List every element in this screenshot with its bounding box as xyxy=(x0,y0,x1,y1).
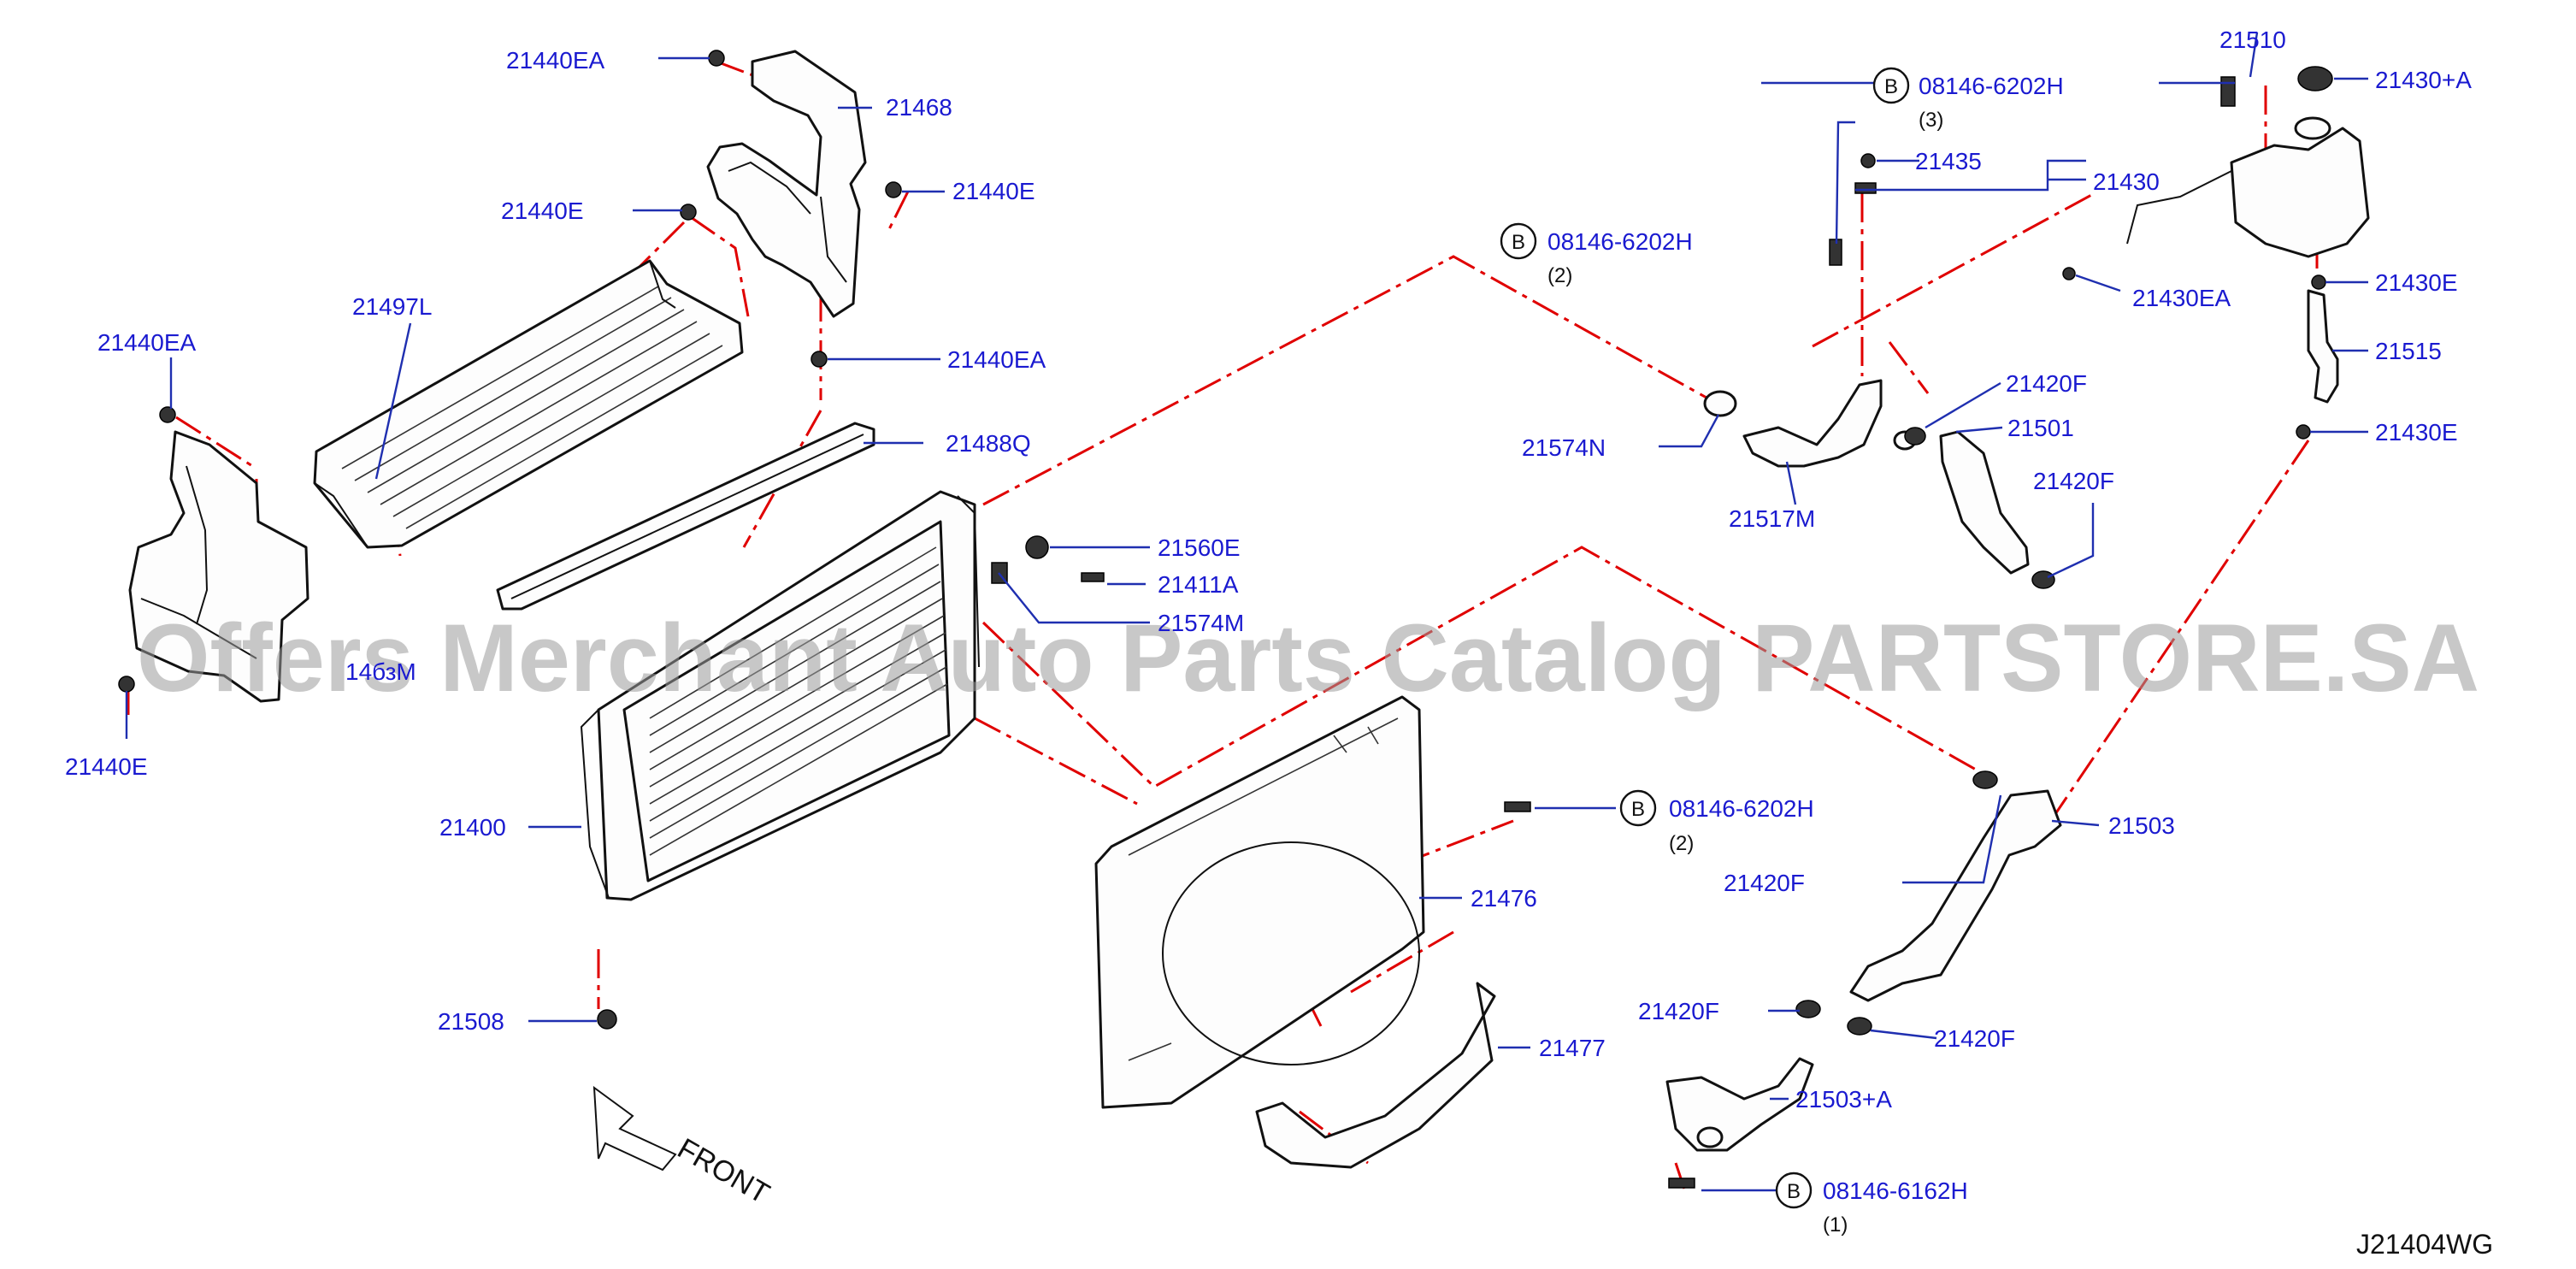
label-08146-6162H[interactable]: 08146-6162H xyxy=(1823,1178,1968,1204)
quantity: (3) xyxy=(1919,109,1943,132)
clip-icon xyxy=(159,406,176,423)
reservoir-hose-21515 xyxy=(2307,289,2339,404)
label-21501[interactable]: 21501 xyxy=(2007,415,2074,441)
bushing-icon xyxy=(1025,535,1049,559)
bolt-marker-letter: B xyxy=(1787,1180,1801,1203)
label-21435[interactable]: 21435 xyxy=(1915,148,1982,174)
label-21430E[interactable]: 21430E xyxy=(2375,269,2458,296)
label-21411A[interactable]: 21411A xyxy=(1158,571,1239,598)
label-21440EA[interactable]: 21440EA xyxy=(947,346,1046,373)
gasket-icon xyxy=(1854,182,1877,194)
label-21476[interactable]: 21476 xyxy=(1471,885,1537,912)
clip-icon xyxy=(811,351,828,368)
part-labels[interactable]: 21440EA 21468 21440E 21440E 21497L 21440… xyxy=(65,27,2472,1237)
fastener-icons xyxy=(118,50,2333,1189)
label-08146-6202H[interactable]: 08146-6202H xyxy=(1547,228,1693,255)
label-21503A[interactable]: 21503+A xyxy=(1795,1086,1892,1113)
clip-icon xyxy=(708,50,725,67)
bolt-marker xyxy=(1619,789,1657,827)
label-21420F[interactable]: 21420F xyxy=(2033,468,2114,494)
label-21430EA[interactable]: 21430EA xyxy=(2132,285,2231,311)
label-21477[interactable]: 21477 xyxy=(1539,1035,1606,1061)
label-21517M[interactable]: 21517M xyxy=(1729,505,1815,532)
clip-icon xyxy=(680,204,697,221)
quantity: (1) xyxy=(1823,1213,1848,1237)
clamp-icon xyxy=(1904,427,1926,446)
lower-hose-21503A xyxy=(1665,1057,1814,1152)
label-21430[interactable]: 21430 xyxy=(2093,168,2160,195)
oring-icon xyxy=(1860,153,1876,168)
thermostat-housing-21517M xyxy=(1703,379,1917,468)
clip-icon xyxy=(885,181,902,198)
front-arrow: FRONT xyxy=(592,1085,775,1210)
label-21503[interactable]: 21503 xyxy=(2108,812,2175,839)
bolt-marker xyxy=(1872,67,1910,104)
bolt-icon xyxy=(1504,801,1531,812)
leader-lines xyxy=(125,32,2368,1192)
clamp-icon xyxy=(1795,1000,1821,1018)
label-21440E[interactable]: 21440E xyxy=(952,178,1035,204)
label-21420F[interactable]: 21420F xyxy=(2006,370,2087,397)
label-21440EA[interactable]: 21440EA xyxy=(97,329,197,356)
clip-icon xyxy=(2062,267,2076,280)
clamp-icon xyxy=(1972,770,1998,789)
radiator-21400 xyxy=(580,490,980,901)
label-08146-6202H[interactable]: 08146-6202H xyxy=(1669,795,1814,822)
label-21430A[interactable]: 21430+A xyxy=(2375,67,2472,93)
watermark: Offers Merchant Auto Parts Catalog PARTS… xyxy=(137,605,2479,711)
label-21488Q[interactable]: 21488Q xyxy=(946,430,1031,457)
bolt-marker-letter: B xyxy=(1512,231,1525,254)
front-label: FRONT xyxy=(672,1132,775,1210)
diagram-code: J21404WG xyxy=(2356,1229,2493,1260)
clamp-icon xyxy=(2311,274,2326,290)
label-14xxM[interactable]: 14бзM xyxy=(345,658,416,685)
label-21440E[interactable]: 21440E xyxy=(65,753,148,780)
label-21420F[interactable]: 21420F xyxy=(1934,1025,2015,1052)
side-air-guide xyxy=(128,430,309,703)
label-21440E[interactable]: 21440E xyxy=(501,198,584,224)
label-21430E[interactable]: 21430E xyxy=(2375,419,2458,446)
label-21574N[interactable]: 21574N xyxy=(1522,434,1606,461)
bolt-marker xyxy=(1775,1172,1813,1209)
drain-plug-icon xyxy=(597,1009,617,1030)
clamp-icon xyxy=(1847,1017,1872,1036)
reservoir-tank-21510 xyxy=(2126,116,2370,258)
bolt-icon xyxy=(1668,1178,1695,1189)
fan-ring-21477 xyxy=(1255,982,1496,1169)
bolt-icon xyxy=(2220,76,2236,107)
upper-baffle-21497L xyxy=(313,259,744,549)
air-guide-21468 xyxy=(706,50,867,318)
label-21420F[interactable]: 21420F xyxy=(1724,870,1805,896)
label-21497L[interactable]: 21497L xyxy=(352,293,432,320)
quantity: (2) xyxy=(1547,264,1572,287)
upper-hose-21501 xyxy=(1939,430,2030,575)
bolt-marker xyxy=(1500,222,1537,260)
clamp-icon xyxy=(2296,424,2311,440)
label-21574M[interactable]: 21574M xyxy=(1158,610,1244,636)
clip-icon xyxy=(118,676,135,693)
clamp-icon xyxy=(2031,570,2055,589)
label-21420F[interactable]: 21420F xyxy=(1638,998,1719,1024)
lower-hose-21503 xyxy=(1849,789,2062,1002)
cap-icon xyxy=(2297,66,2333,91)
radiator-seal-21488Q xyxy=(496,422,875,611)
fan-shroud-21476 xyxy=(1094,695,1425,1109)
bolt-icon xyxy=(1081,572,1105,582)
bolt-marker-letter: B xyxy=(1631,798,1645,821)
label-21560E[interactable]: 21560E xyxy=(1158,534,1241,561)
label-08146-6202H[interactable]: 08146-6202H xyxy=(1919,73,2064,99)
quantity: (2) xyxy=(1669,832,1694,855)
label-21515[interactable]: 21515 xyxy=(2375,338,2442,364)
label-21510[interactable]: 21510 xyxy=(2219,27,2286,53)
label-21400[interactable]: 21400 xyxy=(439,814,506,841)
label-21440EA[interactable]: 21440EA xyxy=(506,47,605,74)
label-21508[interactable]: 21508 xyxy=(438,1008,504,1035)
label-21468[interactable]: 21468 xyxy=(886,94,952,121)
bolt-marker-letter: B xyxy=(1884,75,1898,98)
